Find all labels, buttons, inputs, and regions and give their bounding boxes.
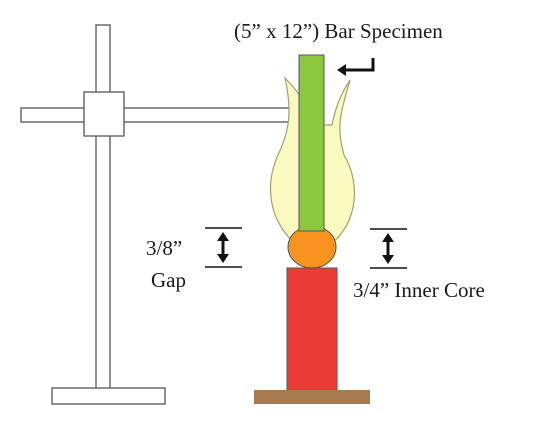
specimen-label: (5” x 12”) Bar Specimen	[234, 19, 443, 43]
gap-double-arrow-icon	[205, 227, 242, 268]
gap-word-label: Gap	[151, 268, 186, 292]
core-double-arrow-icon	[370, 228, 407, 269]
bar-specimen	[298, 54, 325, 232]
stand-base	[51, 387, 166, 405]
gap-size-label: 3/8”	[146, 236, 183, 260]
arrow-pointer-icon	[337, 58, 375, 76]
burner-base	[254, 390, 370, 404]
inner-core	[287, 225, 337, 269]
clamp-arm	[20, 107, 314, 123]
clamp-block	[83, 91, 125, 137]
stand-rod	[95, 24, 111, 394]
inner-core-label: 3/4” Inner Core	[353, 278, 485, 302]
burner	[286, 267, 338, 392]
